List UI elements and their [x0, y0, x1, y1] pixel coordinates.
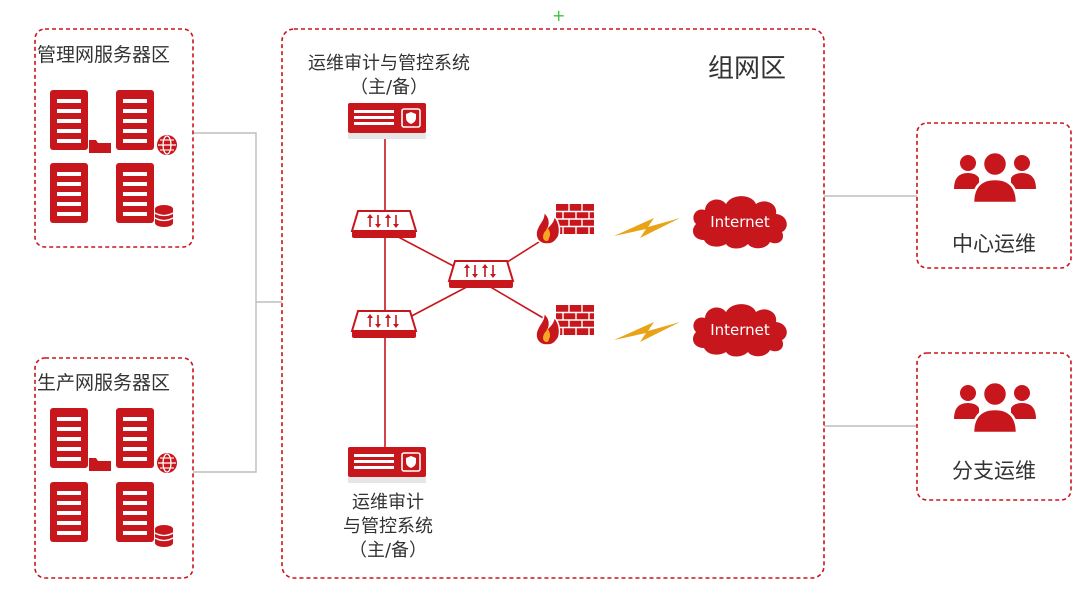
zone-connectors [193, 132, 917, 473]
plus-marker: + [552, 6, 566, 25]
users-icon [952, 150, 1038, 205]
mgmt-zone-box [34, 28, 194, 248]
audit-top-line1: 运维审计与管控系统 [308, 53, 470, 74]
lightning-icon [614, 218, 680, 238]
firewall-icon [535, 203, 595, 245]
prod-zone-box [34, 357, 194, 579]
audit-bottom-label: 运维审计 与管控系统 （主/备） [313, 491, 463, 563]
left-bracket-line [193, 132, 257, 473]
server-icon [50, 90, 88, 150]
security-appliance-icon [347, 446, 427, 484]
router-icon [351, 210, 417, 239]
network-zone-box [281, 28, 825, 579]
branch-ops-box [916, 352, 1072, 501]
database-icon [154, 204, 174, 228]
audit-bottom-line1: 运维审计 [352, 492, 424, 513]
mgmt-servers [50, 90, 178, 228]
firewall-icon [535, 304, 595, 346]
audit-top-label: 运维审计与管控系统 （主/备） [289, 52, 489, 100]
prod-servers [50, 408, 178, 548]
security-appliance-icon [347, 102, 427, 140]
server-icon [50, 408, 88, 468]
folder-icon [89, 458, 111, 471]
router-icon [351, 310, 417, 339]
audit-bottom-line2: 与管控系统 [343, 516, 433, 537]
lightning-icon [614, 322, 680, 342]
network-zone-title: 组网区 [708, 54, 787, 84]
router-icon [448, 260, 514, 289]
server-icon [116, 163, 154, 223]
users-icon [952, 380, 1038, 435]
server-icon [116, 90, 154, 150]
server-icon [50, 163, 88, 223]
audit-top-line2: （主/备） [349, 77, 429, 98]
mgmt-zone-title: 管理网服务器区 [37, 44, 171, 66]
globe-icon [156, 452, 178, 474]
database-icon [154, 524, 174, 548]
server-icon [50, 482, 88, 542]
center-ops-title: 中心运维 [952, 232, 1036, 256]
prod-zone-title: 生产网服务器区 [37, 372, 171, 394]
branch-ops-title: 分支运维 [952, 459, 1036, 483]
zone-boxes [34, 28, 1072, 579]
globe-icon [156, 134, 178, 156]
center-ops-box [916, 122, 1072, 269]
server-icon [116, 408, 154, 468]
audit-bottom-line3: （主/备） [348, 540, 428, 561]
cloud-label-upper: Internet [710, 213, 770, 231]
network-links [384, 135, 551, 450]
firewall-link-lower [481, 281, 551, 323]
server-icon [116, 482, 154, 542]
folder-icon [89, 140, 111, 153]
cloud-label-lower: Internet [710, 321, 770, 339]
